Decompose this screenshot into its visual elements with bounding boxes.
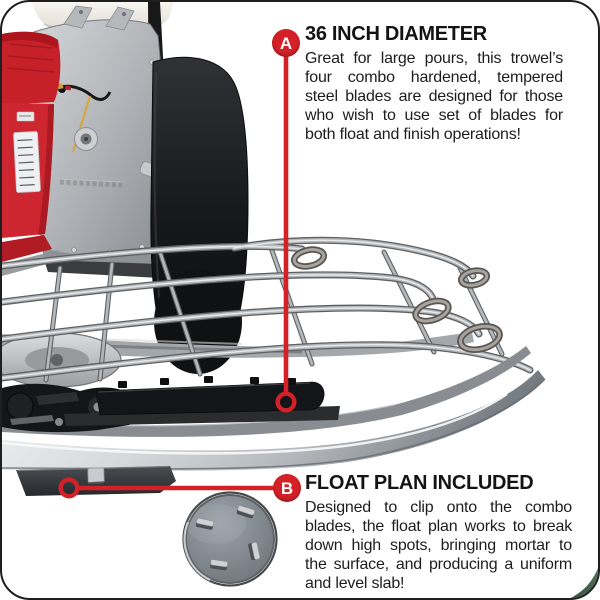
callout-b-badge: B bbox=[273, 474, 301, 502]
combo-blade bbox=[16, 465, 176, 496]
callout-b-letter: B bbox=[280, 478, 294, 498]
callout-b-body: Designed to clip onto the combo blades, … bbox=[305, 499, 572, 592]
callout-a-title: 36 INCH DIAMETER bbox=[305, 23, 487, 45]
leaf-corner-decoration bbox=[570, 567, 598, 598]
callout-b-highlight-ring bbox=[58, 477, 80, 499]
callout-b: FLOAT PLAN INCLUDED Designed to clip ont… bbox=[305, 472, 572, 593]
power-trowel-photo bbox=[2, 2, 546, 496]
engine-red-block bbox=[2, 31, 62, 276]
callout-a-highlight-ring bbox=[275, 391, 297, 413]
belt-guard bbox=[150, 56, 249, 374]
callout-b-connector bbox=[58, 477, 274, 499]
callout-a: 36 INCH DIAMETER Great for large pours, … bbox=[305, 23, 563, 144]
callout-b-title: FLOAT PLAN INCLUDED bbox=[305, 472, 534, 494]
pan-clip-slots bbox=[195, 505, 261, 571]
callout-a-body: Great for large pours, this trowel’s fou… bbox=[305, 50, 563, 143]
ring-inner-lip bbox=[2, 346, 531, 437]
float-pan-inset-photo bbox=[182, 491, 278, 587]
pan-platform-edge bbox=[2, 332, 474, 358]
callout-a-connector bbox=[275, 55, 297, 413]
callout-a-letter: A bbox=[279, 33, 293, 53]
engine-spec-label bbox=[13, 131, 41, 193]
blade-mount-bar bbox=[64, 376, 340, 426]
callout-a-badge: A bbox=[272, 29, 300, 57]
